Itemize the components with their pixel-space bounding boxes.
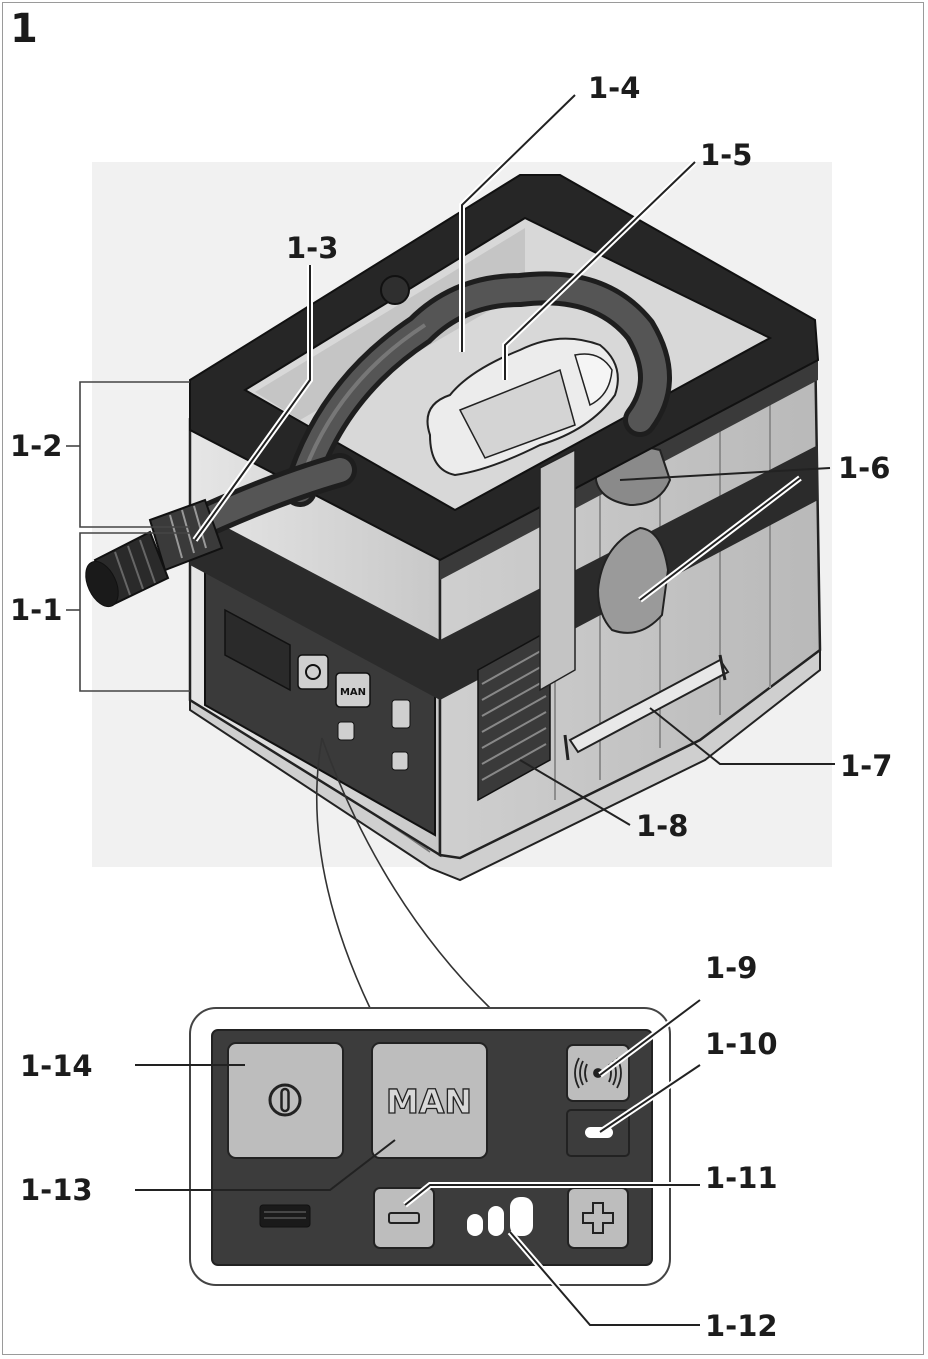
- small-man-label: MAN: [340, 687, 366, 698]
- left-brackets: [66, 381, 190, 692]
- leader-1-10: [599, 1064, 701, 1133]
- power-button[interactable]: [227, 1042, 344, 1159]
- man-button[interactable]: [371, 1042, 488, 1159]
- bracket-1-2: [79, 381, 190, 528]
- minus-icon: [388, 1212, 420, 1224]
- vacuum-extractor-illustration: MAN: [85, 162, 832, 882]
- callout-1-1: 1-1: [10, 593, 62, 627]
- plus-icon: [582, 1202, 614, 1234]
- small-minus-button: [337, 721, 355, 741]
- leader-1-13: [135, 1139, 396, 1191]
- small-man-button: [335, 672, 371, 708]
- zoom-line-right: [321, 737, 491, 1009]
- small-power-button: [297, 654, 329, 690]
- leader-1-7: [649, 707, 835, 765]
- callout-1-6: 1-6: [838, 451, 890, 485]
- detail-leader-lines: [135, 997, 702, 1328]
- callout-1-8: 1-8: [636, 809, 688, 843]
- hose-opening: [85, 560, 119, 608]
- side-vent-grille: [477, 628, 551, 802]
- small-plus-button: [391, 751, 409, 771]
- callout-1-13: 1-13: [20, 1173, 93, 1207]
- callout-1-2: 1-2: [10, 429, 62, 463]
- zoom-line-left: [315, 737, 371, 1009]
- lower-side-latch: [596, 526, 670, 634]
- leader-1-3: [194, 265, 311, 541]
- small-display-area: [224, 608, 291, 692]
- corner-post: [539, 448, 576, 692]
- stowed-nozzle: [426, 337, 619, 477]
- figure-number: 1: [10, 6, 38, 52]
- callout-1-4: 1-4: [588, 71, 640, 105]
- callout-1-14: 1-14: [20, 1049, 93, 1083]
- man-button-label: MAN: [386, 1082, 472, 1121]
- callout-1-9: 1-9: [705, 951, 757, 985]
- control-panel-detail: MAN: [189, 1007, 671, 1286]
- hose-connector: [148, 498, 224, 572]
- callout-1-7: 1-7: [840, 749, 892, 783]
- callout-1-12: 1-12: [705, 1309, 778, 1343]
- leader-1-12: [509, 1231, 700, 1326]
- callout-1-11: 1-11: [705, 1161, 778, 1195]
- leader-1-11: [404, 1184, 700, 1206]
- callout-1-10: 1-10: [705, 1027, 778, 1061]
- carry-handle: [568, 658, 730, 754]
- tray-knob: [380, 275, 410, 305]
- slot-icon: [259, 1204, 311, 1228]
- leader-1-9: [599, 999, 701, 1076]
- callout-1-5: 1-5: [700, 138, 752, 172]
- top-leader-lines: [192, 92, 835, 826]
- leader-1-8: [519, 759, 631, 826]
- callout-labels: 1-4 1-5 1-3 1-2 1-1 1-6 1-7 1-8 1-9 1-10…: [10, 71, 892, 1343]
- suction-level-icon: [467, 1197, 533, 1236]
- leader-1-6-upper: [619, 467, 831, 481]
- front-band-upper: [190, 508, 440, 700]
- leader-1-6-lower: [639, 477, 801, 601]
- small-bluetooth-button: [391, 699, 411, 729]
- power-icon: [268, 1083, 302, 1117]
- leader-1-5: [504, 161, 696, 380]
- leader-1-4: [461, 94, 576, 352]
- callout-1-3: 1-3: [286, 231, 338, 265]
- bracket-1-1: [79, 532, 190, 692]
